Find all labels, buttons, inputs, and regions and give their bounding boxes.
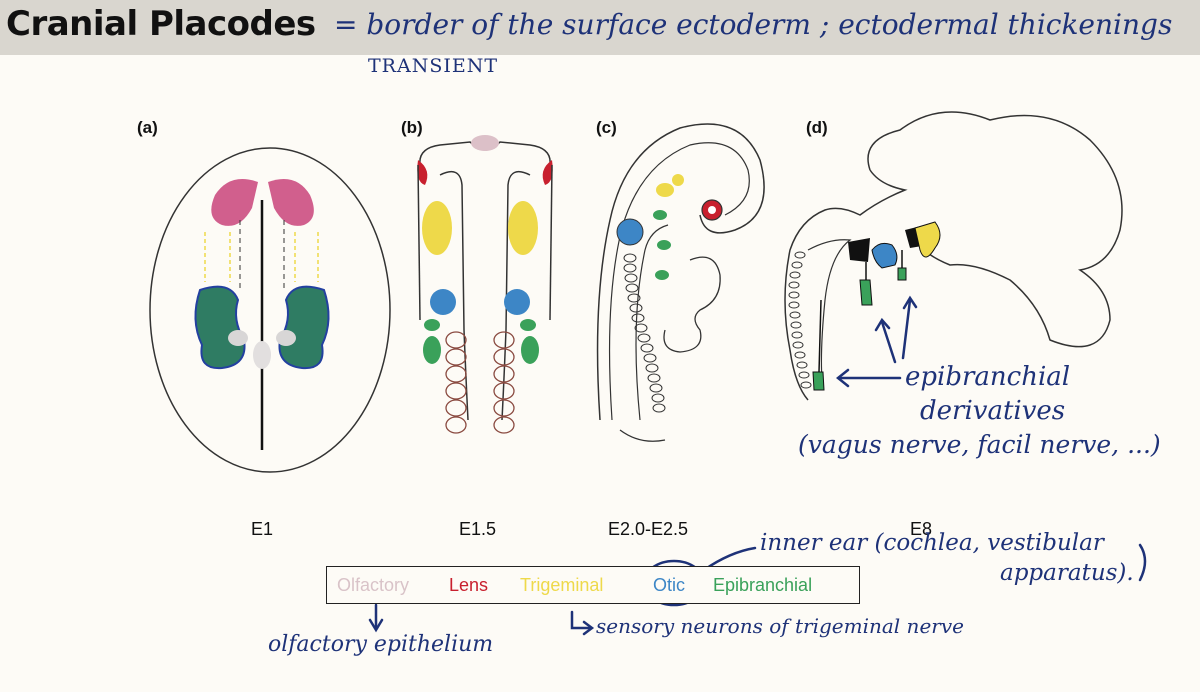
- arrow-trigeminal: [570, 610, 592, 630]
- handwritten-definition: = border of the surface ectoderm ; ectod…: [334, 8, 1173, 41]
- embryo-d: [784, 111, 1123, 401]
- embryo-b: [417, 135, 553, 434]
- handwritten-arrows: [368, 295, 1147, 636]
- trigeminal-placode-b-right: [508, 201, 538, 255]
- legend-trigeminal: Trigeminal: [520, 575, 604, 595]
- note-epibranchial: epibranchial: [905, 362, 1071, 392]
- stage-label-e1-5: E1.5: [459, 519, 497, 539]
- note-olfactory-epithelium: olfactory epithelium: [268, 632, 494, 657]
- note-trigeminal-neurons: sensory neurons of trigeminal nerve: [596, 614, 964, 638]
- arrow-epibranchial-up-1: [880, 320, 897, 364]
- stage-label-e8: E8: [910, 519, 933, 539]
- trigeminal-placode-b-left: [422, 201, 452, 255]
- brace-inner-ear: [1138, 543, 1147, 582]
- handwritten-transient-note: TRANSIENT: [368, 55, 499, 77]
- placode-legend: Olfactory Lens Trigeminal Otic Epibranch…: [326, 566, 860, 604]
- note-apparatus: apparatus).: [1000, 560, 1134, 586]
- arrow-epibranchial-up-2: [901, 298, 912, 360]
- panel-label-c: (c): [596, 118, 617, 137]
- legend-lens: Lens: [449, 575, 489, 595]
- panel-label-b: (b): [401, 118, 423, 137]
- legend-otic: Otic: [653, 575, 686, 595]
- stage-label-e1: E1: [251, 519, 274, 539]
- title-bar: [0, 0, 1200, 55]
- epibranchial-placode-a-right: [278, 285, 330, 370]
- legend-epibranchial: Epibranchial: [713, 575, 813, 595]
- note-inner-ear: inner ear (cochlea, vestibular: [760, 530, 1104, 556]
- panel-label-d: (d): [806, 118, 828, 137]
- page-title: Cranial Placodes: [6, 4, 316, 44]
- stage-label-e2: E2.0-E2.5: [608, 519, 689, 539]
- otic-placode-b-right: [504, 289, 530, 315]
- olfactory-placode-a-left: [211, 178, 258, 226]
- note-epibranchial-examples: (vagus nerve, facil nerve, ...): [798, 430, 1161, 459]
- legend-olfactory: Olfactory: [337, 575, 410, 595]
- embryo-c: [596, 123, 765, 442]
- epibranchial-placode-a-left: [194, 285, 246, 370]
- olfactory-placode-a-right: [268, 178, 314, 226]
- otic-placode-b-left: [430, 289, 456, 315]
- panel-label-a: (a): [137, 118, 158, 137]
- note-derivatives: derivatives: [920, 396, 1066, 426]
- embryo-a: [149, 147, 391, 473]
